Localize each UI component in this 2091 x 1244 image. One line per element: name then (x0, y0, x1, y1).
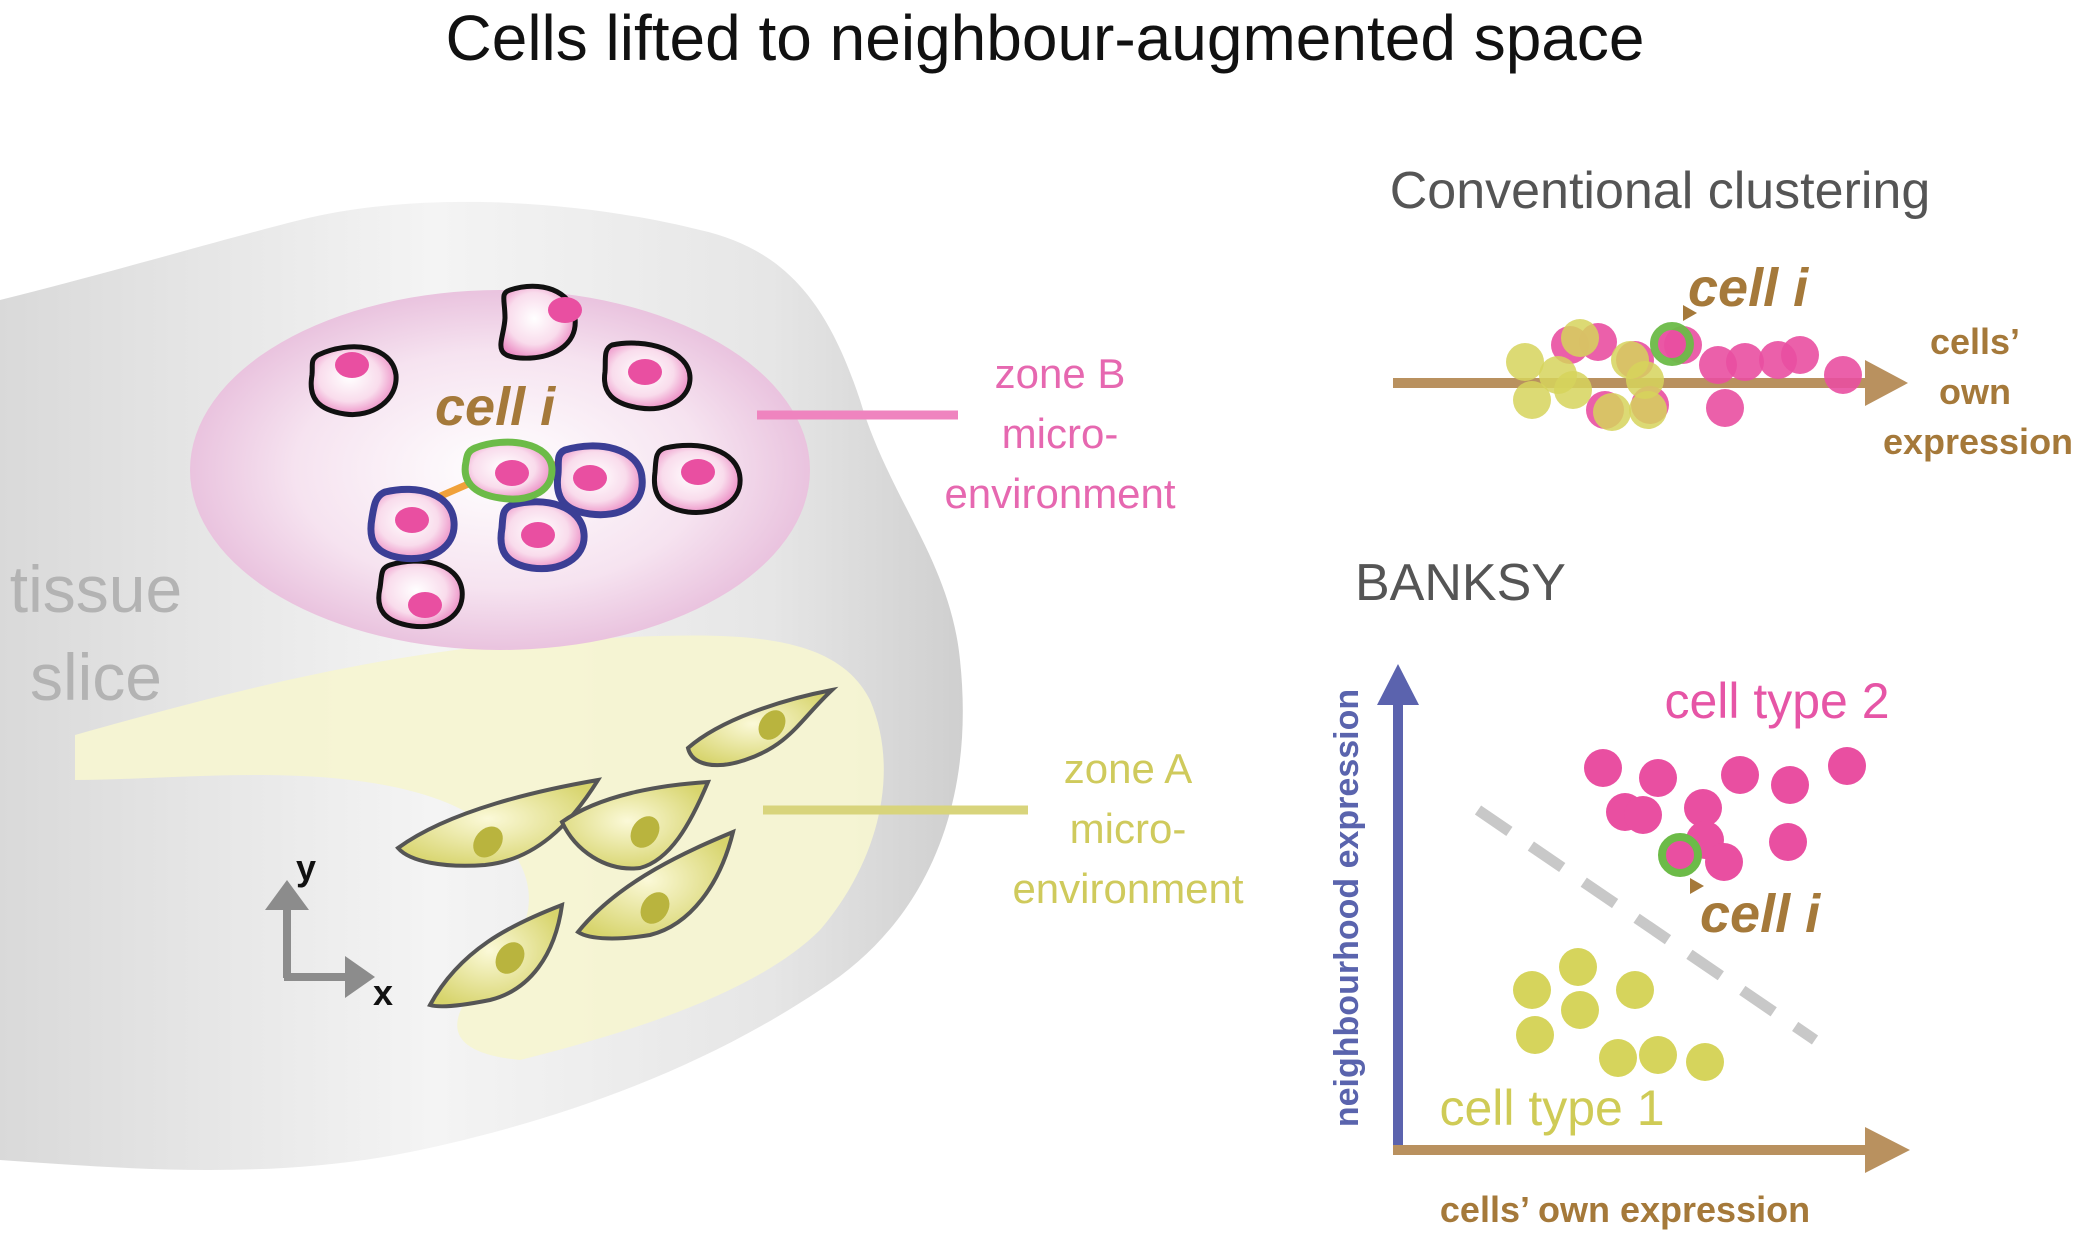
pink-point (1684, 789, 1722, 827)
pink-point (1769, 823, 1807, 861)
pink-point (1706, 389, 1744, 427)
yellow-cell (427, 901, 565, 1009)
yellow-point (1593, 393, 1631, 431)
pink-cell (651, 442, 743, 515)
pink-cell (498, 283, 582, 361)
yellow-point (1559, 948, 1597, 986)
banksy-points (1513, 747, 1866, 1081)
conventional-heading: Conventional clustering (1390, 162, 1931, 220)
pink-point (1624, 796, 1662, 834)
yellow-point (1513, 971, 1551, 1009)
neighbour-cell (553, 442, 646, 519)
spatial-axes (265, 880, 375, 998)
yellow-cell (685, 686, 839, 768)
yellow-point (1513, 381, 1551, 419)
yellow-point (1561, 991, 1599, 1029)
conventional-axis-label-line2: own (1939, 371, 2011, 412)
yellow-point (1629, 391, 1667, 429)
cell-type-1-label: cell type 1 (1439, 1080, 1664, 1136)
zone-a-label-line2: micro- (1070, 805, 1187, 852)
pink-cell (308, 344, 399, 418)
pink-point (1781, 336, 1819, 374)
pink-point (1771, 766, 1809, 804)
yellow-point (1616, 971, 1654, 1009)
tissue-label-line1: tissue (10, 552, 182, 626)
pink-cell (376, 558, 465, 630)
zone-a-label-line3: environment (1012, 865, 1243, 912)
pink-point (1721, 756, 1759, 794)
zone-b-label-line2: micro- (1002, 410, 1119, 457)
yellow-point (1686, 1043, 1724, 1081)
conventional-axis-label-line1: cells’ (1930, 321, 2020, 362)
cell-i-tissue (461, 438, 556, 503)
yellow-point (1516, 1016, 1554, 1054)
zone-b-label-line3: environment (944, 470, 1175, 517)
zone-a-region (75, 635, 884, 1060)
banksy-y-axis (1377, 664, 1419, 1152)
cell-i-label-banksy: cell i (1700, 884, 1821, 944)
banksy-y-axis-label: neighbourhood expression (1328, 689, 1366, 1127)
conventional-points (1506, 319, 1862, 431)
zone-b-label-line1: zone B (995, 350, 1126, 397)
cell-i-label-tissue: cell i (435, 377, 556, 437)
cell-i-label-conventional: cell i (1688, 258, 1809, 318)
yellow-point (1639, 1036, 1677, 1074)
yellow-cell (559, 779, 712, 871)
yellow-point (1539, 356, 1577, 394)
pink-point (1828, 747, 1866, 785)
yellow-point (1599, 1039, 1637, 1077)
yellow-cell (575, 828, 736, 941)
cell-i-point (1658, 833, 1702, 877)
cell-i-pointer-banksy (1690, 878, 1704, 894)
neighbour-cell (497, 498, 588, 573)
yellow-point (1626, 361, 1664, 399)
cluster-boundary (1474, 805, 1819, 1045)
pink-point (1824, 356, 1862, 394)
spatial-axis-x-label: x (373, 972, 393, 1013)
figure-title: Cells lifted to neighbour-augmented spac… (446, 2, 1645, 74)
cell-type-2-label: cell type 2 (1664, 673, 1889, 729)
yellow-point (1506, 343, 1544, 381)
pink-point (1726, 343, 1764, 381)
pink-point (1705, 843, 1743, 881)
spatial-axis-y-label: y (296, 847, 316, 888)
pink-point (1584, 749, 1622, 787)
conventional-axis-label-line3: expression (1883, 421, 2073, 462)
pink-point (1639, 759, 1677, 797)
yellow-point (1561, 319, 1599, 357)
pink-cell (601, 340, 693, 412)
cell-i-point (1650, 322, 1694, 366)
neighbour-cell (367, 485, 458, 563)
cell-i-pointer-conventional (1683, 305, 1697, 321)
tissue-label-line2: slice (30, 640, 162, 714)
banksy-x-axis (1393, 1127, 1910, 1173)
zone-a-label-line1: zone A (1064, 745, 1192, 792)
banksy-heading: BANKSY (1355, 554, 1566, 612)
banksy-x-axis-label: cells’ own expression (1440, 1189, 1810, 1230)
